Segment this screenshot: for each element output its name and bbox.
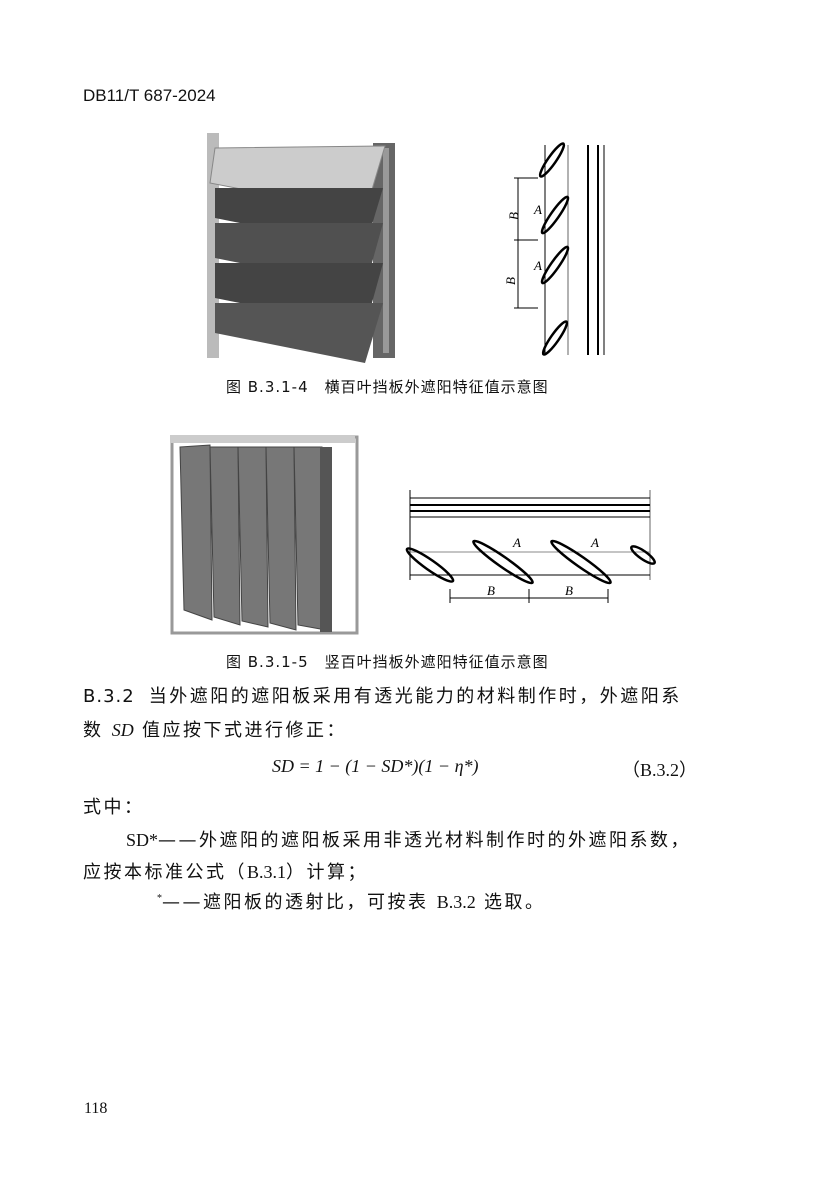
symbol-sd-star: SD* xyxy=(126,830,159,850)
definition-text: ——外遮阳的遮阳板采用非透光材料制作时的外遮阳系数， xyxy=(158,830,692,851)
section-paragraph-line2: 数 SD 值应按下式进行修正： xyxy=(83,716,347,742)
where-item-eta-star: *——遮阳板的透射比，可按表 B.3.2 选取。 xyxy=(157,888,545,914)
symbol-star: * xyxy=(157,893,162,904)
where-item-sd-star: SD*——外遮阳的遮阳板采用非透光材料制作时的外遮阳系数， xyxy=(126,826,691,852)
vertical-louver-plan-diagram: A A B B xyxy=(405,490,656,603)
horizontal-louver-section-diagram: B B A A xyxy=(503,142,605,356)
table-reference: B.3.2 xyxy=(436,892,476,912)
definition-text: ）计算； xyxy=(286,862,369,883)
figure-caption: 图 B.3.1-5 竖百叶挡板外遮阳特征值示意图 xyxy=(226,653,549,671)
dimension-label-a: A xyxy=(590,535,599,550)
standard-code-header: DB11/T 687-2024 xyxy=(83,86,216,105)
section-text: 数 xyxy=(83,720,104,741)
dimension-label-b: B xyxy=(506,212,521,220)
dimension-label-b: B xyxy=(565,583,573,598)
section-paragraph-line1: B.3.2 当外遮阳的遮阳板采用有透光能力的材料制作时，外遮阳系 xyxy=(83,682,682,708)
section-text: 值应按下式进行修正： xyxy=(141,720,347,741)
definition-text: ——遮阳板的透射比，可按表 xyxy=(162,892,429,913)
page-number: 118 xyxy=(84,1100,108,1117)
horizontal-louver-illustration xyxy=(207,133,395,363)
definition-text: 选取。 xyxy=(483,892,546,913)
definition-text: 应按本标准公式（ xyxy=(83,862,247,883)
section-text: 当外遮阳的遮阳板采用有透光能力的材料制作时，外遮阳系 xyxy=(148,686,682,707)
vertical-louver-illustration xyxy=(170,435,359,635)
dimension-label-b: B xyxy=(503,277,518,285)
formula-number: （B.3.2） xyxy=(622,760,698,780)
figure-caption: 图 B.3.1-4 横百叶挡板外遮阳特征值示意图 xyxy=(226,378,549,396)
formula: SD = 1 − (1 − SD*)(1 − η*) xyxy=(272,756,479,776)
dimension-label-a: A xyxy=(512,535,521,550)
where-item-sd-star-cont: 应按本标准公式（B.3.1）计算； xyxy=(83,858,368,884)
where-label: 式中： xyxy=(83,797,145,818)
formula-reference: B.3.1 xyxy=(247,862,287,882)
symbol-sd: SD xyxy=(111,720,134,740)
dimension-label-a: A xyxy=(533,202,542,217)
dimension-label-b: B xyxy=(487,583,495,598)
section-number: B.3.2 xyxy=(83,686,135,707)
dimension-label-a: A xyxy=(533,258,542,273)
